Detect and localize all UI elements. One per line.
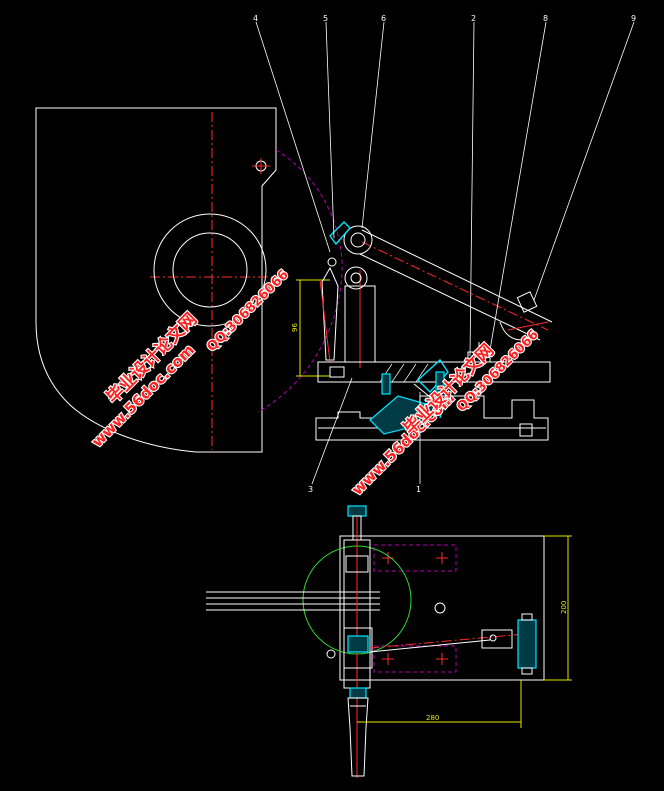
- dimension-height-top: 200: [544, 535, 572, 681]
- part-number-9: 9: [631, 14, 636, 23]
- housing-outline: [35, 107, 277, 453]
- slot-pocket-top: [373, 544, 457, 572]
- part-number-6: 6: [381, 14, 386, 23]
- upper-pivot-outer: [343, 225, 373, 255]
- bearing-outer-circle: [153, 213, 267, 327]
- top-view: 200 280: [206, 505, 572, 778]
- leader-lines-bottom: [311, 377, 421, 485]
- right-clamp-block: [481, 629, 513, 649]
- part-number-3: 3: [308, 485, 313, 494]
- part-number-1: 1: [416, 485, 421, 494]
- dimension-label-96: 96: [291, 323, 299, 332]
- dimension-width-top: 280: [357, 680, 522, 728]
- dimension-height-front: 96: [291, 279, 330, 377]
- center-hole: [434, 602, 446, 614]
- top-plate: [339, 535, 545, 681]
- watermark-right: www.56doc.com 毕业设计论文网: [347, 339, 499, 500]
- fixture-frame: [315, 395, 549, 441]
- clamp-arm-upper: [361, 229, 553, 323]
- swing-arc: [257, 149, 343, 413]
- part-number-5: 5: [323, 14, 328, 23]
- dimension-label-280: 280: [426, 714, 439, 722]
- upper-pivot-inner: [350, 232, 366, 248]
- dimension-label-200: 200: [560, 601, 568, 614]
- top-screw-cap: [347, 505, 367, 517]
- watermark-qq-left: QQ:306826066: [204, 267, 291, 354]
- base-plate: [317, 361, 551, 383]
- right-end-clamp: [516, 291, 538, 313]
- clamp-arm-lower: [359, 253, 541, 341]
- tapered-shaft: [347, 697, 369, 777]
- leader-lines-top: [255, 21, 635, 357]
- watermark-left: www.56doc.com 毕业设计论文网: [87, 308, 202, 452]
- slot-pocket-bottom: [373, 645, 457, 673]
- lower-pivot: [344, 266, 368, 290]
- part-number-4: 4: [253, 14, 258, 23]
- front-view: 96: [35, 14, 636, 494]
- feed-rods: [206, 591, 380, 611]
- part-number-8: 8: [543, 14, 548, 23]
- bottom-screw-cap: [349, 687, 367, 699]
- bearing-inner-circle: [172, 232, 248, 308]
- base-hatching: [379, 363, 477, 383]
- linkage-rod: [369, 639, 491, 653]
- left-clamp-finger: [321, 266, 339, 361]
- part-number-2: 2: [471, 14, 476, 23]
- upper-pivot-link: [329, 221, 351, 246]
